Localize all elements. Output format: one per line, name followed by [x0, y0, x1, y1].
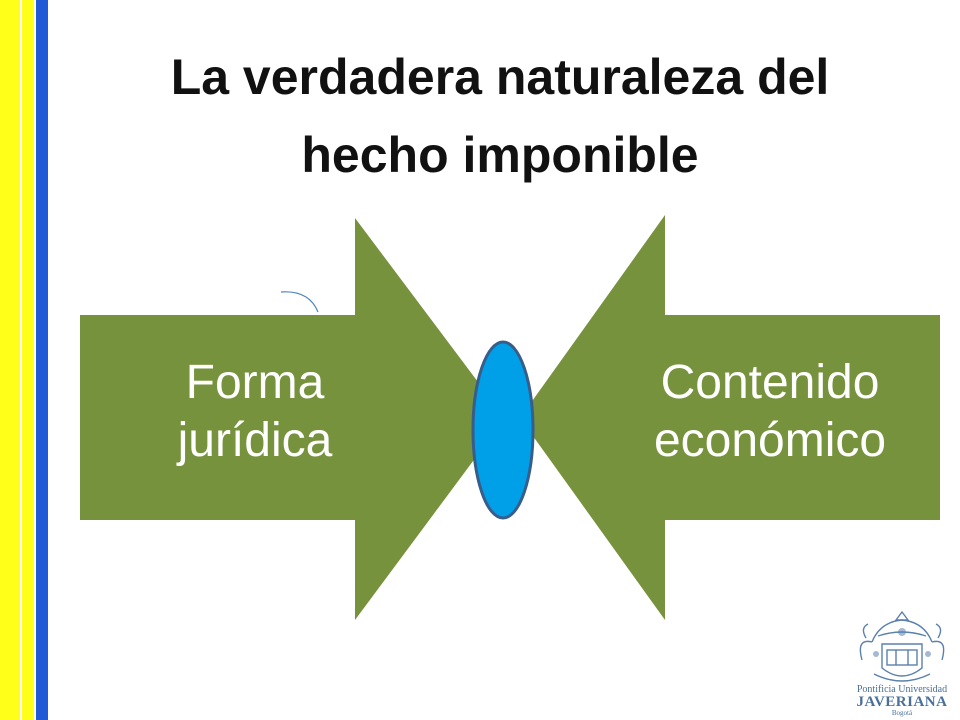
left-yellow-stripe-inner: [22, 0, 34, 720]
left-arrow-label-line-2: jurídica: [177, 414, 333, 467]
right-arrow-label-line-1: Contenido: [660, 356, 880, 409]
slide-title: La verdadera naturaleza del hecho imponi…: [60, 38, 940, 194]
university-logo-icon: [859, 610, 945, 682]
center-ellipse[interactable]: [471, 340, 535, 520]
connector-arc: [280, 291, 319, 313]
left-blue-stripe: [36, 0, 48, 720]
logo-caption-city: Bogotá: [891, 709, 913, 717]
slide-title-line-1: La verdadera naturaleza del: [170, 49, 830, 105]
right-arrow-label: Contenido económico: [610, 354, 930, 470]
logo-caption-name: JAVERIANA: [856, 694, 948, 710]
right-arrow-shape[interactable]: [520, 215, 940, 620]
left-arrow-label-line-1: Forma: [185, 356, 325, 409]
left-yellow-stripe: [0, 0, 20, 720]
left-arrow-shape[interactable]: [80, 218, 505, 620]
left-arrow-label: Forma jurídica: [140, 354, 370, 470]
stripe-gap: [20, 0, 22, 720]
logo-caption-university: Pontificia Universidad: [856, 684, 948, 695]
slide-title-line-2: hecho imponible: [301, 127, 699, 183]
right-arrow-label-line-2: económico: [653, 414, 887, 467]
